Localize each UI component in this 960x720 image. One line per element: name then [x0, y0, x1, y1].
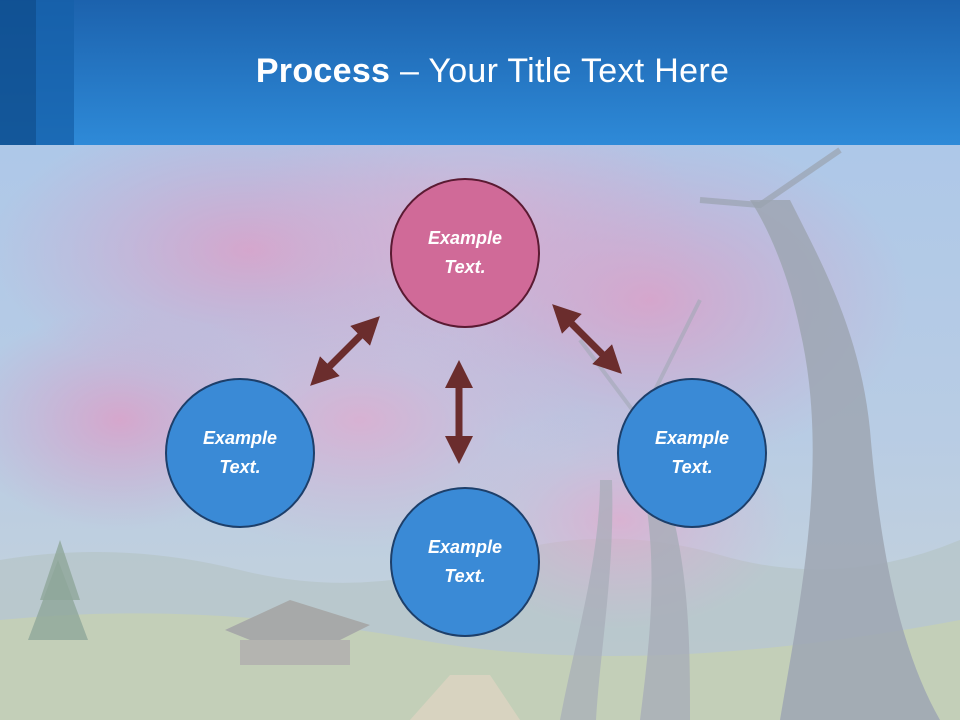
node-bottom-label: Example Text. [427, 537, 503, 586]
node-top[interactable]: Example Text. [390, 178, 540, 328]
node-right-label: Example Text. [654, 428, 730, 477]
title-strong: Process [255, 52, 391, 90]
slide-title: Process – Your Title Text Here [0, 52, 960, 91]
title-bar [0, 0, 960, 145]
arrow-top-left [310, 316, 380, 386]
node-left[interactable]: Example Text. [165, 378, 315, 528]
node-left-label: Example Text. [202, 428, 278, 477]
node-top-label: Example Text. [427, 228, 503, 277]
node-right[interactable]: Example Text. [617, 378, 767, 528]
node-bottom[interactable]: Example Text. [390, 487, 540, 637]
title-rest: – Your Title Text Here [390, 52, 730, 90]
arrow-top-right [552, 304, 622, 374]
